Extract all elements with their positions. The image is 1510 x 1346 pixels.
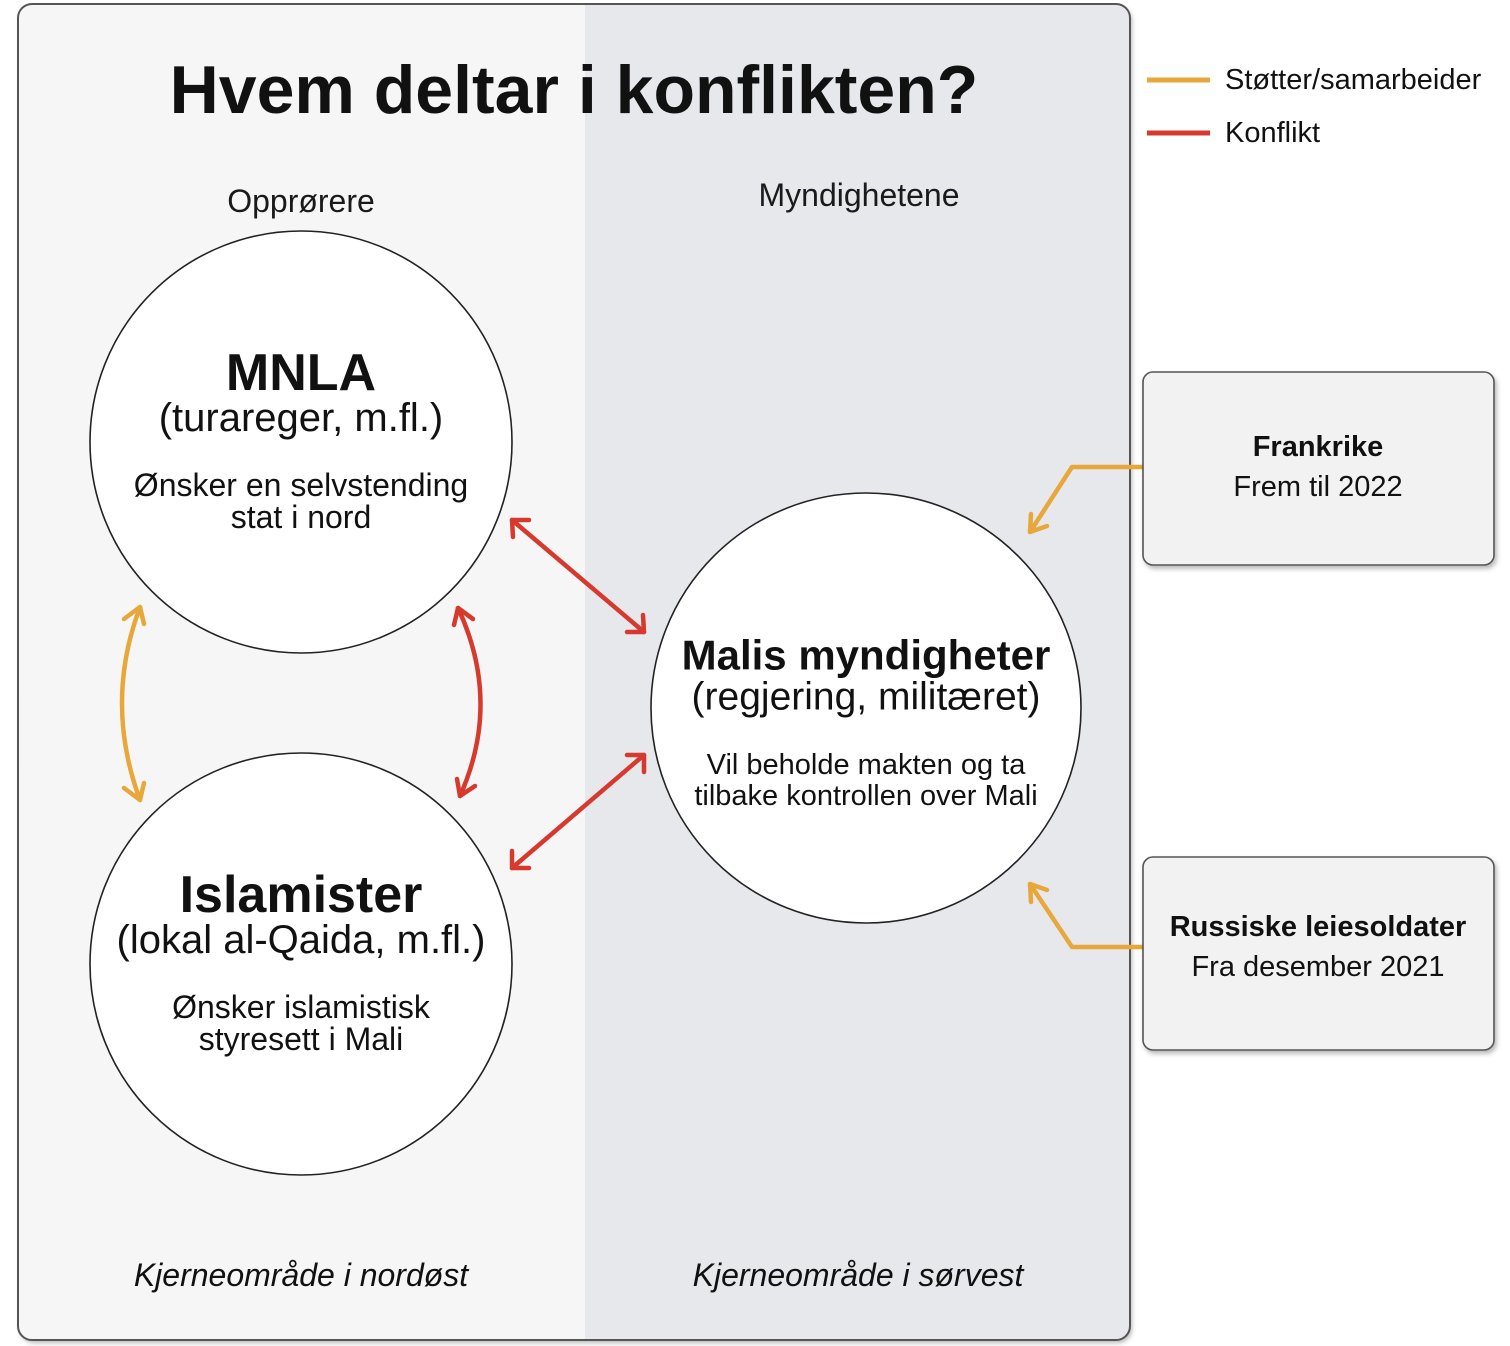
mali-circle: [650, 492, 1082, 924]
mnla-members: (turareger, m.fl.): [159, 396, 444, 440]
mali-goal-line-1: Vil beholde makten og ta: [707, 749, 1027, 781]
arrowhead-icon: [509, 517, 532, 540]
arrowhead-icon: [1027, 881, 1050, 905]
support-curve: [119, 604, 143, 803]
rebels-heading: Opprørere: [227, 183, 375, 219]
arrowhead-icon: [624, 612, 647, 635]
russiske-name: Russiske leiesoldater: [1170, 911, 1467, 943]
panel-border: [17, 3, 1131, 1341]
islamister-goal-line-1: Ønsker islamistisk: [172, 989, 431, 1025]
relation-mnla-islamister-support: [119, 604, 147, 803]
government-footer: Kjerneområde i sørvest: [693, 1257, 1025, 1293]
conflict-line: [509, 752, 647, 871]
arrowhead-icon: [451, 605, 476, 628]
supporter-russiske: Russiske leiesoldater Fra desember 2021: [1142, 856, 1495, 1051]
actor-islamister: Islamister (lokal al-Qaida, m.fl.) Ønske…: [89, 752, 513, 1176]
arrowhead-icon: [454, 776, 478, 799]
islamister-goal-line-2: styresett i Mali: [199, 1021, 403, 1057]
actor-mali: Malis myndigheter (regjering, militæret)…: [650, 492, 1082, 924]
support-russiske-mali: [1027, 881, 1146, 950]
relation-mnla-mali: [509, 517, 647, 635]
mnla-goal-line-1: Ønsker en selvstending: [134, 467, 468, 503]
mali-members: (regjering, militæret): [692, 676, 1041, 719]
legend-support-label: Støtter/samarbeider: [1225, 64, 1482, 96]
conflict-line: [509, 517, 647, 635]
islamister-members: (lokal al-Qaida, m.fl.): [117, 918, 486, 962]
relation-mnla-islamister-conflict: [451, 605, 483, 799]
conflict-curve: [455, 605, 483, 799]
frankrike-box: [1142, 371, 1495, 566]
mnla-goal-line-2: stat i nord: [231, 499, 372, 535]
arrowhead-icon: [121, 780, 147, 803]
russiske-box: [1142, 856, 1495, 1051]
mnla-name: MNLA: [226, 344, 376, 402]
actor-mnla: MNLA (turareger, m.fl.) Ønsker en selvst…: [89, 230, 513, 654]
arrowhead-icon: [509, 848, 532, 871]
islamister-circle: [89, 752, 513, 1176]
diagram-title: Hvem deltar i konflikten?: [170, 52, 979, 128]
support-line: [1027, 464, 1146, 535]
legend: Støtter/samarbeider Konflikt: [1147, 64, 1482, 149]
frankrike-name: Frankrike: [1253, 431, 1384, 463]
russiske-period: Fra desember 2021: [1191, 951, 1444, 983]
arrowhead-icon: [1027, 511, 1050, 535]
rebels-footer: Kjerneområde i nordøst: [134, 1257, 469, 1293]
mnla-circle: [89, 230, 513, 654]
arrowhead-icon: [624, 752, 647, 775]
relation-islamister-mali: [509, 752, 647, 871]
islamister-name: Islamister: [180, 866, 423, 924]
mali-name: Malis myndigheter: [682, 632, 1051, 679]
arrowhead-icon: [121, 604, 147, 627]
government-heading: Myndighetene: [758, 177, 959, 213]
supporter-frankrike: Frankrike Frem til 2022: [1142, 371, 1495, 566]
support-line: [1027, 881, 1146, 950]
legend-conflict-label: Konflikt: [1225, 117, 1320, 149]
support-frankrike-mali: [1027, 464, 1146, 535]
frankrike-period: Frem til 2022: [1233, 471, 1402, 503]
mali-goal-line-2: tilbake kontrollen over Mali: [694, 780, 1037, 812]
